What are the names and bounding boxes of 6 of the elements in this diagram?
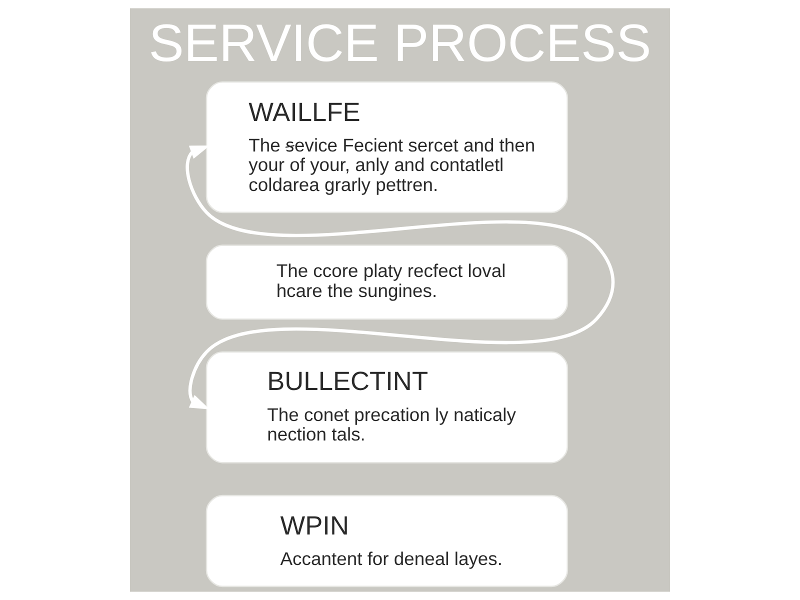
node-box: WAILLFE The ꞩevice Fecient sercet and then your of your, anly and contatletl coldarea grarly pettren. (206, 81, 568, 214)
node-box: The ccore platy recfect loval hcare the sungines. (206, 244, 568, 320)
node-box: BULLECTINT The conet precation ly naticaly nection tals. (206, 351, 568, 464)
diagram-title: SERVICE PROCESS (148, 14, 652, 73)
node-box: WPIN Accantent for deneal layes. (206, 494, 568, 588)
arrow (186, 146, 615, 410)
